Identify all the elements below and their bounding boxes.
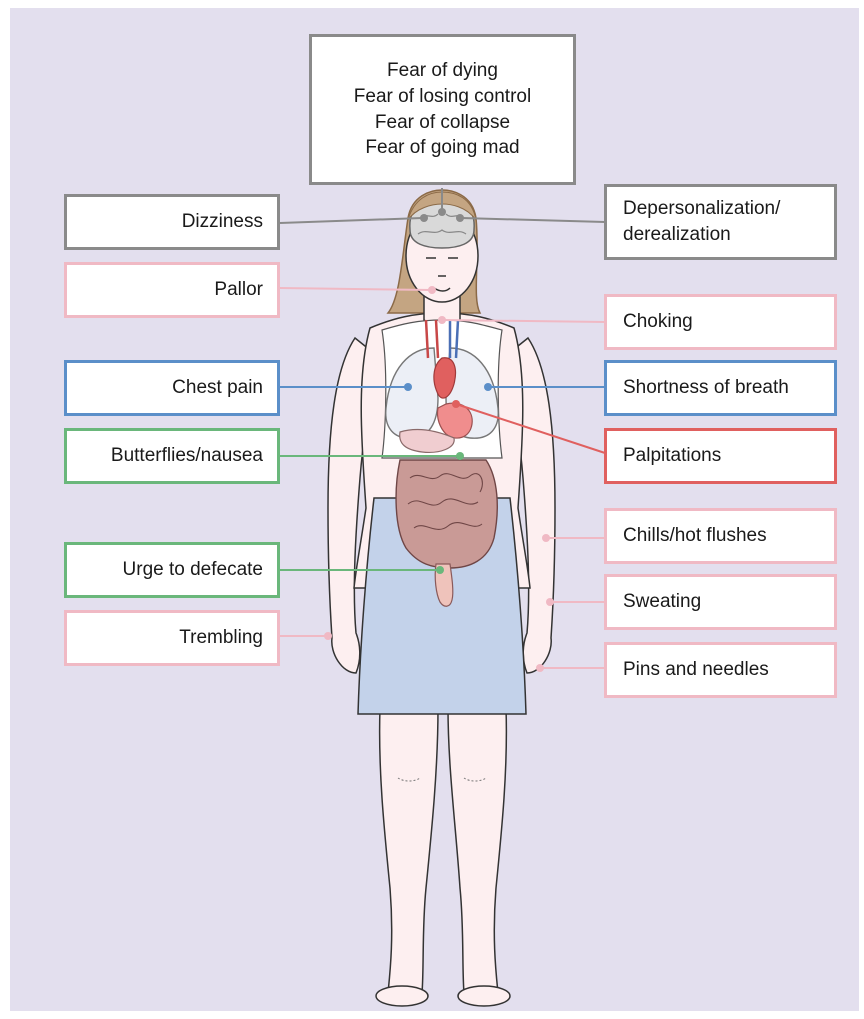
label-pallor: Pallor [64, 262, 280, 318]
label-dizziness: Dizziness [64, 194, 280, 250]
label-palpitations: Palpitations [604, 428, 837, 484]
depersonalization-line-2: derealization [623, 222, 731, 248]
diagram-panel: Fear of dying Fear of losing control Fea… [10, 8, 859, 1011]
label-butterflies: Butterflies/nausea [64, 428, 280, 484]
label-trembling: Trembling [64, 610, 280, 666]
right-foot [458, 986, 510, 1006]
intestines [396, 460, 497, 568]
label-chills: Chills/hot flushes [604, 508, 837, 564]
fear-item: Fear of collapse [375, 110, 510, 136]
fear-item: Fear of going mad [365, 135, 519, 161]
label-urge-to-defecate: Urge to defecate [64, 542, 280, 598]
label-chest-pain: Chest pain [64, 360, 280, 416]
label-shortness-of-breath: Shortness of breath [604, 360, 837, 416]
label-pins-and-needles: Pins and needles [604, 642, 837, 698]
fear-box: Fear of dying Fear of losing control Fea… [309, 34, 576, 185]
left-leg [380, 708, 438, 993]
fear-item: Fear of dying [387, 58, 498, 84]
label-choking: Choking [604, 294, 837, 350]
right-leg [448, 708, 506, 993]
label-sweating: Sweating [604, 574, 837, 630]
line-dizziness [280, 218, 422, 223]
fear-item: Fear of losing control [354, 84, 531, 110]
label-depersonalization: Depersonalization/ derealization [604, 184, 837, 260]
depersonalization-line-1: Depersonalization/ [623, 196, 780, 222]
left-foot [376, 986, 428, 1006]
line-depersonalization [462, 218, 605, 222]
